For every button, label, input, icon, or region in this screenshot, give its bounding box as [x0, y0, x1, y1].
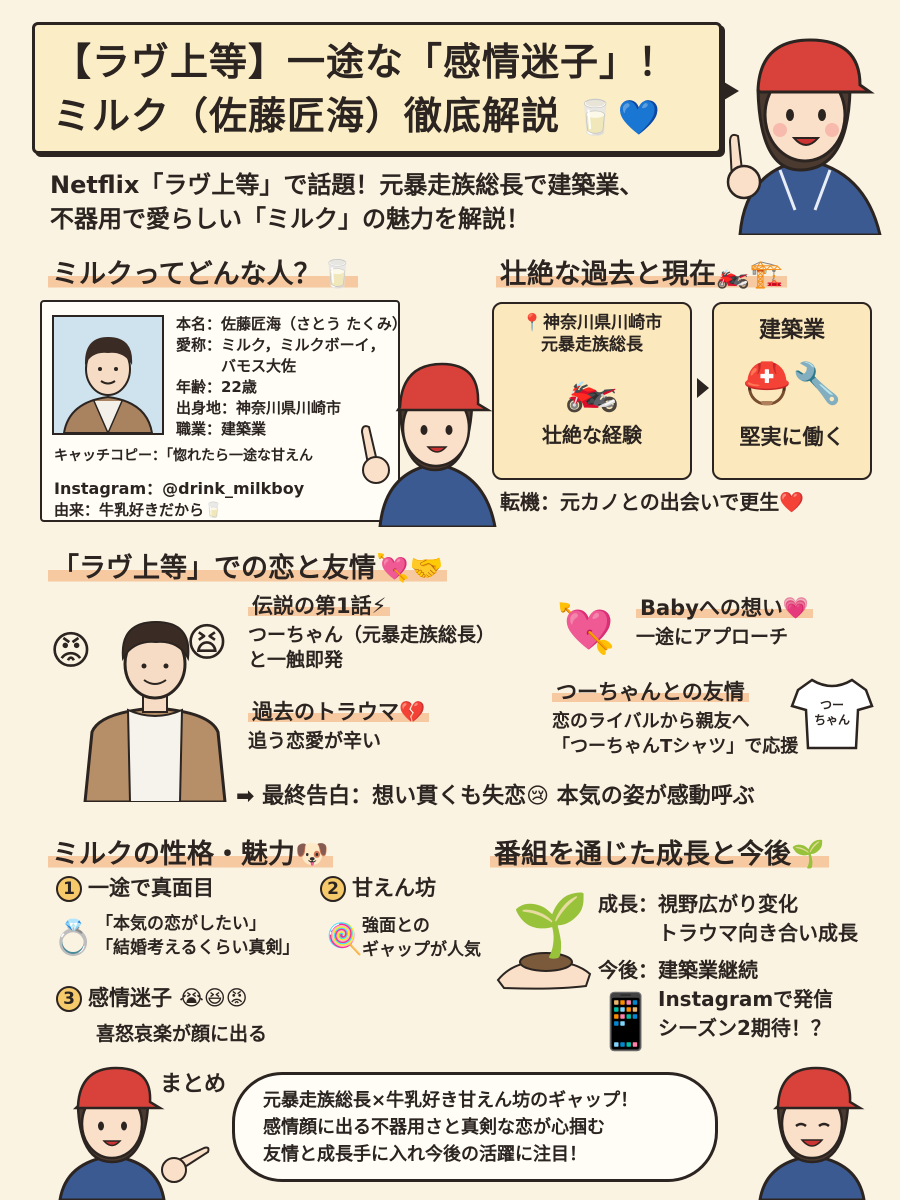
title-line-1: 【ラヴ上等】一途な「感情迷子」！: [53, 40, 678, 84]
present-card-bottom: 堅実に働く: [739, 425, 845, 449]
summary-girl-right-illustration: [758, 1066, 866, 1200]
tshirt-label: つー ちゃん: [813, 698, 850, 727]
final-confession: ➡ 最終告白：想い貫くも失恋😢 本気の姿が感動呼ぶ: [236, 784, 755, 809]
personality-item-title: 一途で真面目: [88, 876, 214, 900]
summary-line: 友情と成長手に入れ今後の活躍に注目！: [263, 1144, 587, 1165]
baby-title: Babyへの想い💗: [636, 596, 814, 620]
present-card-top: 建築業: [758, 318, 825, 343]
helmet-tools-icon: ⛑️🔧: [742, 361, 842, 407]
profile-line: 出身地：神奈川県川崎市: [176, 399, 342, 417]
plant-in-hands-icon: 🌱: [494, 888, 594, 990]
love-heading: 「ラヴ上等」での恋と友情💘🤝: [48, 553, 448, 584]
past-card: 📍神奈川県川崎市 元暴走族総長 🏍️ 壮絶な経験: [492, 302, 692, 480]
turning-point: 転機：元カノとの出会いで更生❤️: [500, 490, 805, 514]
summary-line: 感情顔に出る不器用さと真剣な恋が心掴む: [263, 1117, 605, 1138]
personality-item-title: 甘えん坊: [352, 876, 436, 900]
angry-face-icon: 😡: [50, 628, 92, 674]
profile-line: 職業：建築業: [176, 420, 267, 438]
profile-details: 本名：佐藤匠海（さとう たくみ） 愛称：ミルク，ミルクボーイ， バモス大佐 年齢…: [176, 314, 407, 440]
instagram-handle: Instagram：@drink_milkboy: [54, 479, 305, 498]
profile-line: バモス大佐: [176, 357, 297, 375]
friendship-body: 恋のライバルから親友へ 「つーちゃんTシャツ」で応援: [552, 711, 799, 757]
name-origin: 由来：牛乳好きだから🥛: [54, 501, 223, 519]
lollipop-icon: 🍭: [326, 922, 364, 957]
trauma-title: 過去のトラウマ💔: [248, 700, 430, 724]
tshirt-icon: つー ちゃん: [790, 676, 874, 752]
friendship-title: つーちゃんとの友情: [552, 680, 749, 704]
smartphone-icon: 📱: [592, 990, 660, 1053]
present-card: 建築業 ⛑️🔧 堅実に働く: [712, 302, 872, 480]
personality-item-body: 強面との ギャップが人気: [362, 916, 481, 960]
presenter-character-illustration: [726, 38, 882, 235]
episode-1-body: つーちゃん（元暴走族総長） と一触即発: [248, 624, 496, 671]
summary-speech-bubble: 元暴走族総長×牛乳好き甘えん坊のギャップ！ 感情顔に出る不器用さと真剣な恋が心掴…: [232, 1072, 718, 1182]
pointing-girl-illustration: [360, 362, 497, 527]
growth-text: 成長：視野広がり変化 トラウマ向き合い成長: [598, 892, 858, 945]
intro-line-2: 不器用で愛らしい「ミルク」の魅力を解説！: [50, 205, 530, 233]
profile-line: 愛称：ミルク，ミルクボーイ，: [176, 336, 385, 354]
past-heading: 壮絶な過去と現在🏍️🏗️: [496, 259, 788, 290]
summary-line: 元暴走族総長×牛乳好き甘えん坊のギャップ！: [263, 1090, 639, 1111]
catch-copy: キャッチコピー：「惚れたら一途な甘えん: [54, 448, 313, 464]
arrow-right-icon: [697, 378, 709, 398]
intro-line-1: Netflix「ラヴ上等」で話題！元暴走族総長で建築業、: [50, 171, 644, 199]
milk-illustration: [83, 620, 227, 802]
personality-item-body: 喜怒哀楽が顔に出る: [96, 1023, 268, 1045]
profile-line: 年齢：22歳: [176, 378, 257, 396]
episode-1-title: 伝説の第1話⚡: [248, 594, 391, 618]
trauma-body: 追う恋愛が辛い: [248, 730, 382, 752]
profile-line: 本名：佐藤匠海（さとう たくみ）: [176, 315, 407, 333]
ring-icon: 💍: [52, 918, 95, 958]
motorcycle-icon: 🏍️: [564, 363, 620, 414]
summary-label: まとめ: [160, 1072, 227, 1097]
past-card-top: 📍神奈川県川崎市 元暴走族総長: [521, 313, 663, 355]
title-box: 【ラヴ上等】一途な「感情迷子」！ ミルク（佐藤匠海）徹底解説 🥛💙: [32, 22, 739, 154]
milk-heart-icon: 🥛💙: [574, 98, 661, 138]
growth-heading: 番組を通じた成長と今後🌱: [490, 839, 829, 870]
arrow-heart-icon: 💘: [556, 601, 616, 657]
past-card-bottom: 壮絶な経験: [542, 423, 642, 447]
baby-body: 一途にアプローチ: [636, 626, 789, 648]
personality-item-title: 感情迷子 😭😆😡: [88, 986, 248, 1010]
profile-heading: ミルクってどんな人？🥛: [48, 259, 359, 290]
frustrated-face-icon: 😫: [186, 620, 228, 666]
title-line-2: ミルク（佐藤匠海）徹底解説: [53, 94, 561, 138]
personality-item-body: 「本気の恋がしたい」 「結婚考えるくらい真剣」: [96, 914, 300, 958]
personality-heading: ミルクの性格・魅力🐶: [48, 839, 333, 870]
milk-portrait-photo: [52, 315, 164, 435]
summary-girl-illustration: [58, 1066, 210, 1200]
future-text: 今後：建築業継続 Instagramで発信 シーズン2期待！？: [598, 958, 834, 1040]
